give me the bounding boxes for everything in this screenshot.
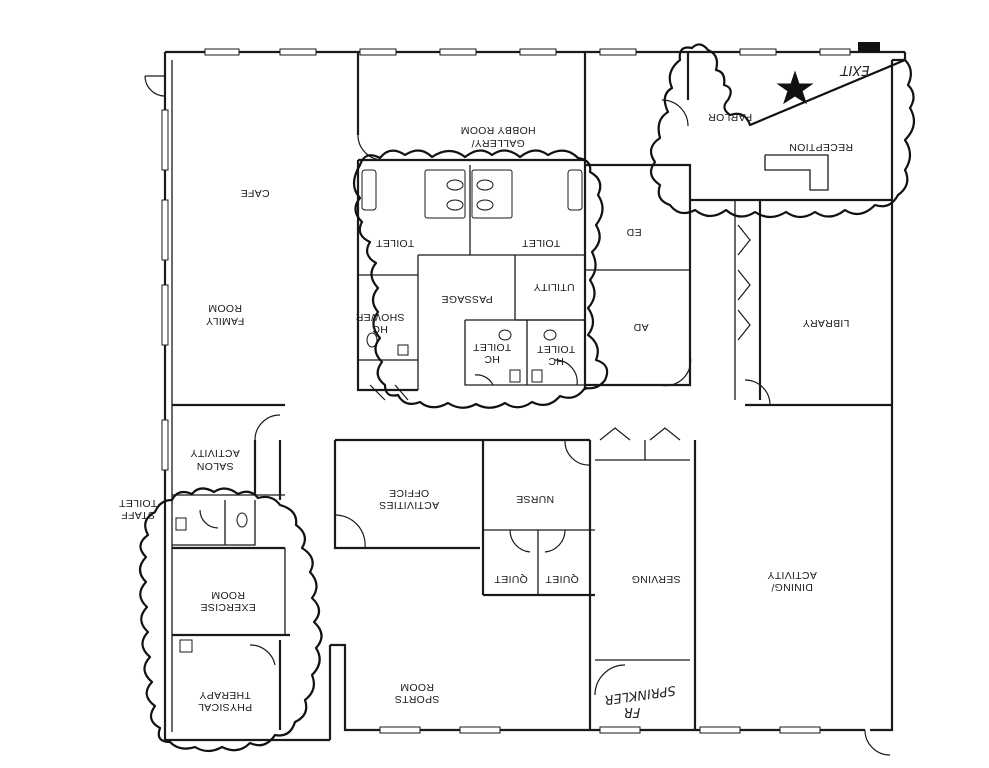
label-salon-1: SALON [196, 460, 233, 472]
label-dining-1: DINING/ [771, 581, 813, 593]
label-salon-2: ACTIVITY [190, 447, 240, 459]
label-sports-2: ROOM [400, 681, 434, 693]
label-sports-1: SPORTS [395, 693, 440, 705]
label-toilet-right: TOILET [522, 237, 561, 249]
exit-sign-icon [858, 42, 880, 52]
label-quiet-b: QUIET [545, 573, 579, 585]
label-hc-toilet-b-2: TOILET [537, 343, 576, 355]
label-staff-1: STAFF [121, 509, 155, 521]
cloud-toilets [352, 149, 609, 409]
label-hc-toilet-a-1: HC [484, 353, 500, 365]
cloud-parlor [649, 43, 916, 219]
star-icon [776, 70, 814, 105]
handwritten-notes: EXIT FR SPRINKLER [603, 62, 869, 719]
label-hobby-room-1: GALLERY/ [471, 137, 525, 149]
revision-clouds [138, 43, 916, 753]
label-ad: AD [633, 321, 648, 333]
label-exercise-2: ROOM [211, 589, 245, 601]
label-serving: SERVING [631, 573, 680, 585]
exit-note: EXIT [839, 62, 869, 77]
label-dining-2: ACTIVITY [767, 569, 817, 581]
label-exercise-1: EXERCISE [200, 601, 256, 613]
room-labels: CAFE FAMILY ROOM GALLERY/ HOBBY ROOM PAR… [119, 111, 853, 713]
label-therapy-1: PHYSICAL [198, 701, 252, 713]
label-hc-shower-2: SHOWER [355, 311, 404, 323]
label-nurse: NURSE [516, 493, 554, 505]
fr-note: FR [624, 704, 641, 719]
label-hobby-room-2: HOBBY ROOM [460, 124, 535, 136]
sprinkler-note: SPRINKLER [603, 682, 676, 707]
label-parlor: PARLOR [708, 111, 752, 123]
label-therapy-2: THERAPY [199, 689, 251, 701]
label-quiet-a: QUIET [494, 573, 528, 585]
label-hc-toilet-b-1: HC [548, 355, 564, 367]
label-hc-shower-1: HC [372, 323, 388, 335]
label-toilet-left: TOILET [376, 237, 415, 249]
label-family-room-1: FAMILY [206, 315, 244, 327]
label-library: LIBRARY [803, 317, 850, 329]
windows-left [161, 109, 169, 471]
label-activities-office-1: ACTIVITIES [379, 499, 439, 511]
label-family-room-2: ROOM [208, 302, 242, 314]
windows-bottom [379, 726, 821, 734]
toilet-fixture-icon [175, 169, 583, 653]
label-utility: UTILITY [533, 281, 574, 293]
cloud-staff-therapy [138, 487, 323, 753]
door-swing-icon [144, 75, 891, 756]
label-ed: ED [626, 226, 641, 238]
label-passage: PASSAGE [441, 293, 493, 305]
windows-top [204, 48, 851, 56]
label-hc-toilet-a-2: TOILET [473, 341, 512, 353]
label-staff-2: TOILET [119, 497, 158, 509]
label-activities-office-2: OFFICE [389, 487, 429, 499]
label-reception: RECEPTION [789, 141, 853, 153]
label-cafe: CAFE [240, 187, 269, 199]
interior-walls [172, 52, 892, 730]
